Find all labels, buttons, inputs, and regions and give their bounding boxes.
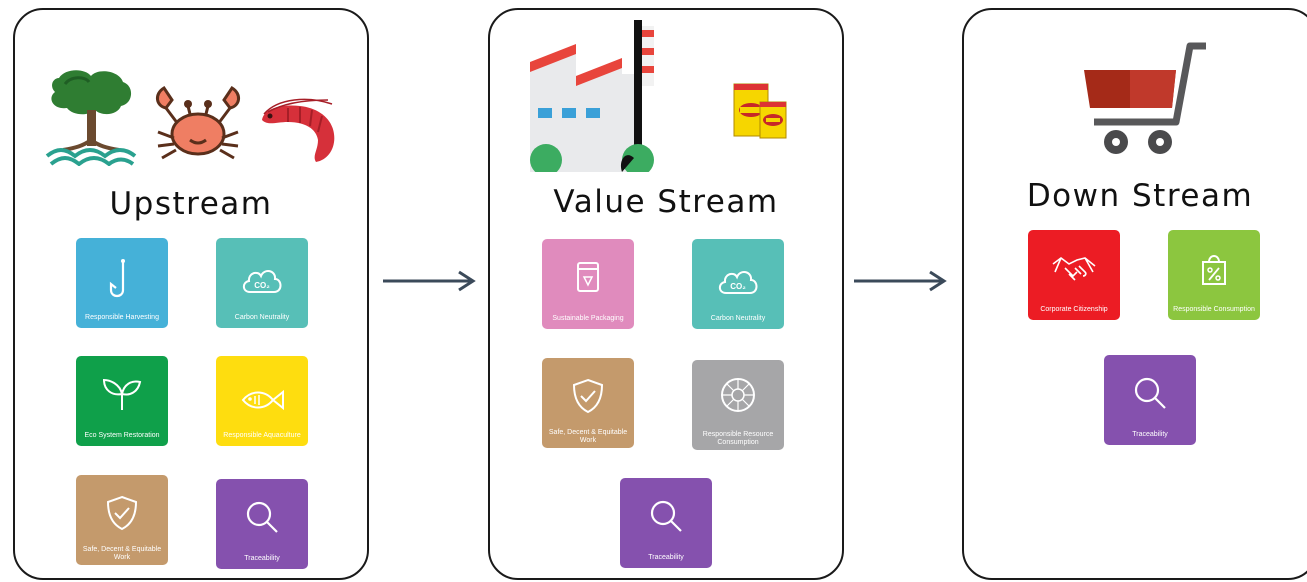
tile-sustainable-packaging[interactable]: Sustainable Packaging [542,239,634,329]
fish-icon [241,389,284,411]
tile-label: Traceability [648,554,684,561]
value-stream-panel: Value Stream Sustainable Packaging CO₂ C… [488,8,844,580]
arrow-right-icon [854,270,947,292]
tile-responsible-consumption[interactable]: Responsible Consumption [1168,230,1260,320]
tree-icon [45,70,137,166]
tile-label: Eco System Restoration [84,432,160,439]
magnifier-icon [246,501,278,533]
tile-traceability[interactable]: Traceability [216,479,308,569]
shopping-bag-percent-icon [1202,255,1226,285]
shield-check-icon [572,378,604,414]
tile-eco-system-restoration[interactable]: Eco System Restoration [76,356,168,446]
tile-label: Safe, Decent & Equitable Work [548,429,628,444]
tile-label: Traceability [244,555,280,562]
co2-cloud-icon: CO₂ [242,270,282,293]
fishhook-icon [109,259,125,298]
tile-responsible-harvesting[interactable]: Responsible Harvesting [76,238,168,328]
tile-label: Responsible Aquaculture [223,432,301,439]
downstream-title: Down Stream [1026,178,1254,214]
sprout-icon [102,378,142,410]
tile-label: Corporate Citizenship [1040,306,1108,313]
tile-label: Safe, Decent & Equitable Work [82,546,162,561]
factory-icon [530,20,654,172]
handshake-icon [1052,257,1096,281]
tile-label: Responsible Harvesting [85,314,159,321]
tile-carbon-neutrality[interactable]: CO₂ Carbon Neutrality [692,239,784,329]
tile-corporate-citizenship[interactable]: Corporate Citizenship [1028,230,1120,320]
tile-safe-decent-equitable-work[interactable]: Safe, Decent & Equitable Work [76,475,168,565]
arrow-right-icon [383,270,476,292]
tile-label: Responsible Consumption [1173,306,1255,313]
magnifier-icon [650,500,682,532]
shrimp-icon [262,98,335,162]
package-icon [577,262,599,292]
tile-safe-decent-equitable-work[interactable]: Safe, Decent & Equitable Work [542,358,634,448]
tile-responsible-aquaculture[interactable]: Responsible Aquaculture [216,356,308,446]
tile-traceability[interactable]: Traceability [620,478,712,568]
shield-check-icon [106,495,138,531]
downstream-panel: Down Stream Corporate Citizenship Respon… [962,8,1307,580]
crab-icon [156,85,240,160]
svg-text:CO₂: CO₂ [730,282,746,291]
tile-traceability[interactable]: Traceability [1104,355,1196,445]
resource-globe-icon [721,378,755,412]
magnifier-icon [1134,377,1166,409]
upstream-title: Upstream [109,186,273,222]
tile-label: Traceability [1132,431,1168,438]
tile-label: Carbon Neutrality [234,314,290,321]
shopping-cart-icon [1084,42,1206,154]
tile-label: Responsible Resource Consumption [702,431,774,446]
tile-label: Carbon Neutrality [710,315,766,322]
co2-cloud-icon: CO₂ [718,271,758,294]
svg-text:CO₂: CO₂ [254,281,270,290]
product-packs-icon [733,83,787,139]
upstream-panel: Upstream Responsible Harvesting CO₂ Carb… [13,8,369,580]
tile-responsible-resource-consumption[interactable]: Responsible Resource Consumption [692,360,784,450]
value-stream-title: Value Stream [553,184,779,220]
tile-label: Sustainable Packaging [552,315,624,322]
tile-carbon-neutrality[interactable]: CO₂ Carbon Neutrality [216,238,308,328]
